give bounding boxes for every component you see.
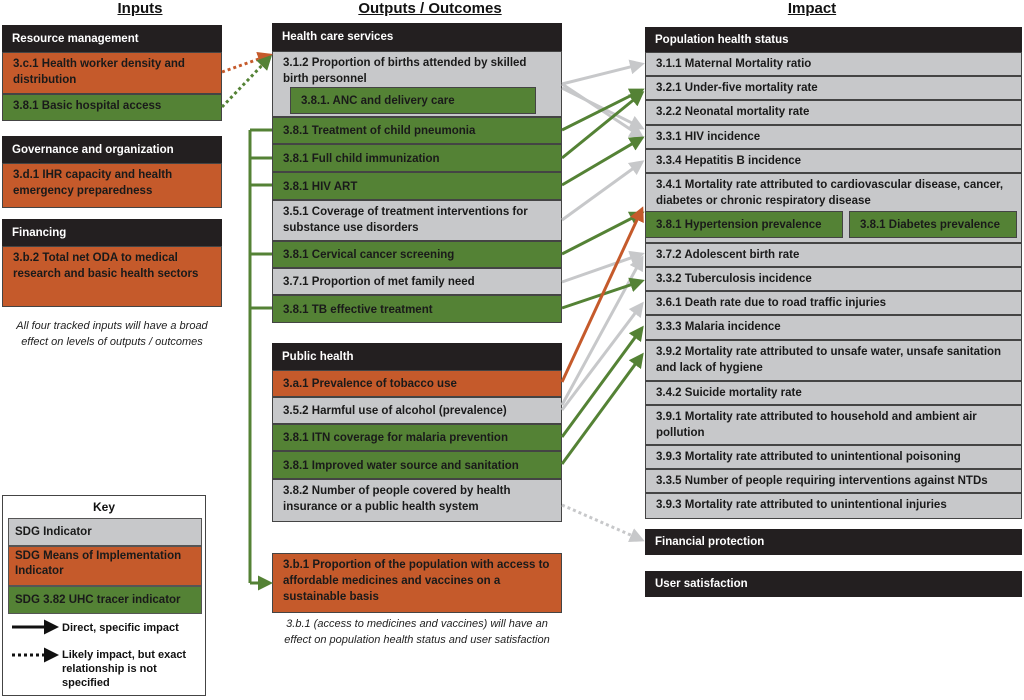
impact-item: 3.3.3 Malaria incidence [645, 315, 1022, 340]
financing-header: Financing [2, 219, 222, 246]
outputs-title: Outputs / Outcomes [358, 0, 502, 17]
output-water-sanitation: 3.8.1 Improved water source and sanitati… [272, 451, 562, 479]
connector-arrow [560, 301, 644, 411]
impact-item: 3.9.3 Mortality rate attributed to unint… [645, 445, 1022, 469]
connector-arrow [561, 250, 645, 284]
health-care-services-header: Health care services [272, 23, 562, 51]
input-ihr-capacity: 3.d.1 IHR capacity and health emergency … [2, 163, 222, 208]
impact-item: 3.6.1 Death rate due to road traffic inj… [645, 291, 1022, 315]
impact-item: 3.3.5 Number of people requiring interve… [645, 469, 1022, 493]
outputs-note: 3.b.1 (access to medicines and vaccines)… [284, 618, 550, 646]
resource-management-header: Resource management [2, 25, 222, 52]
connector-arrow [561, 91, 645, 160]
output-cervical-cancer: 3.8.1 Cervical cancer screening [272, 241, 562, 268]
key-uhc-tracer: SDG 3.82 UHC tracer indicator [8, 586, 202, 614]
impact-title: Impact [787, 0, 837, 17]
output-alcohol-use: 3.5.2 Harmful use of alcohol (prevalence… [272, 397, 562, 424]
governance-header: Governance and organization [2, 136, 222, 163]
output-health-insurance: 3.8.2 Number of people covered by health… [272, 479, 562, 522]
input-net-oda: 3.b.2 Total net ODA to medical research … [2, 246, 222, 307]
impact-item: 3.1.1 Maternal Mortality ratio [645, 52, 1022, 76]
connector-arrow [561, 86, 645, 130]
output-anc-delivery-care: 3.8.1. ANC and delivery care [290, 87, 536, 114]
impact-item: 3.3.1 HIV incidence [645, 125, 1022, 149]
output-family-need: 3.7.1 Proportion of met family need [272, 268, 562, 295]
connector-arrow [561, 160, 645, 222]
output-access-medicines: 3.b.1 Proportion of the population with … [272, 553, 562, 613]
output-child-immunization: 3.8.1 Full child immunization [272, 144, 562, 172]
output-child-pneumonia: 3.8.1 Treatment of child pneumonia [272, 117, 562, 144]
impact-item: 3.7.2 Adolescent birth rate [645, 243, 1022, 267]
impact-item: 3.9.2 Mortality rate attributed to unsaf… [645, 340, 1022, 381]
key-means-of-implementation: SDG Means of Implementation Indicator [8, 546, 202, 586]
key-title: Key [92, 500, 115, 514]
key-direct-label: Direct, specific impact [62, 622, 179, 634]
connector-arrow [221, 51, 273, 74]
output-itn-coverage: 3.8.1 ITN coverage for malaria preventio… [272, 424, 562, 451]
impact-item: 3.2.2 Neonatal mortality rate [645, 100, 1022, 125]
key-sdg-indicator: SDG Indicator [8, 518, 202, 546]
output-tb-treatment: 3.8.1 TB effective treatment [272, 295, 562, 323]
user-satisfaction-header: User satisfaction [645, 571, 1022, 597]
output-hiv-art: 3.8.1 HIV ART [272, 172, 562, 200]
input-basic-hospital-access: 3.8.1 Basic hospital access [2, 94, 222, 121]
input-health-worker-density: 3.c.1 Health worker density and distribu… [2, 52, 222, 94]
connector-arrow [561, 211, 645, 256]
connector-arrow [561, 503, 645, 543]
output-tobacco-use: 3.a.1 Prevalence of tobacco use [272, 370, 562, 397]
impact-item: 3.3.4 Hepatitis B incidence [645, 149, 1022, 173]
connector-arrow [560, 352, 644, 465]
impact-hypertension: 3.8.1 Hypertension prevalence [645, 211, 843, 238]
impact-item: 3.9.1 Mortality rate attributed to house… [645, 405, 1022, 445]
output-substance-use: 3.5.1 Coverage of treatment intervention… [272, 200, 562, 241]
inputs-title: Inputs [117, 0, 163, 17]
population-health-header: Population health status [645, 27, 1022, 52]
impact-item: 3.9.3 Mortality rate attributed to unint… [645, 493, 1022, 519]
connector-arrow [561, 136, 645, 187]
public-health-header: Public health [272, 343, 562, 370]
impact-diabetes: 3.8.1 Diabetes prevalence [849, 211, 1017, 238]
key-likely-label: Likely impact, but exact relationship is… [62, 649, 187, 689]
financial-protection-header: Financial protection [645, 529, 1022, 555]
impact-item: 3.4.2 Suicide mortality rate [645, 381, 1022, 405]
impact-item: 3.2.1 Under-five mortality rate [645, 76, 1022, 100]
connector-arrow [560, 325, 644, 438]
connector-arrow [560, 206, 644, 383]
inputs-note: All four tracked inputs will have a broa… [16, 320, 208, 348]
connector-arrow [561, 59, 645, 86]
impact-item: 3.3.2 Tuberculosis incidence [645, 267, 1022, 291]
